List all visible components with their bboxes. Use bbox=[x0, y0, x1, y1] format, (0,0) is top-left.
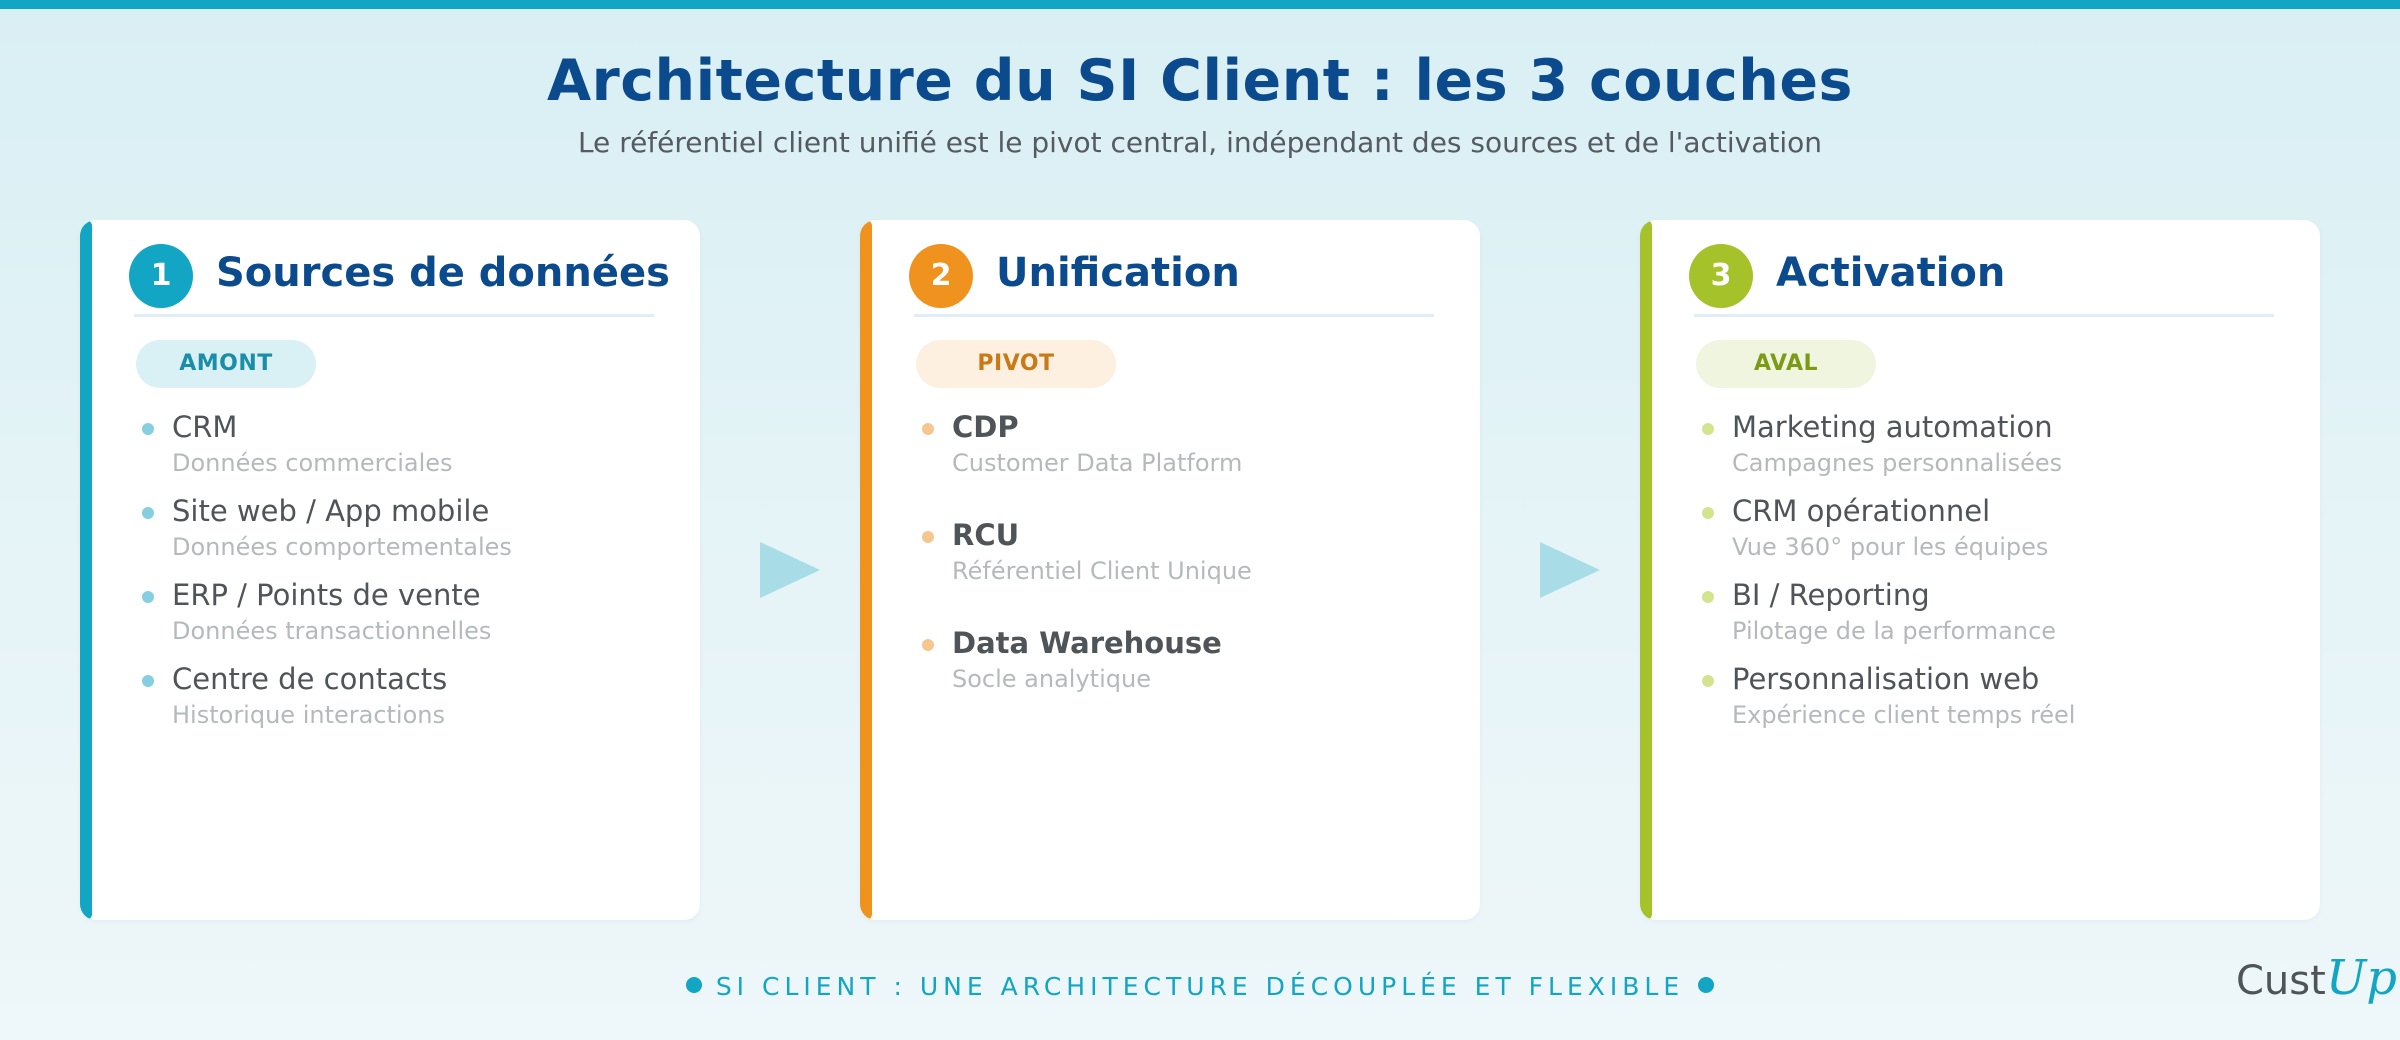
item-name: Centre de contacts bbox=[172, 662, 448, 696]
footer-tagline: SI CLIENT : UNE ARCHITECTURE DÉCOUPLÉE E… bbox=[0, 972, 2400, 1001]
item-name: BI / Reporting bbox=[1732, 578, 1930, 612]
step-number-badge: 3 bbox=[1689, 244, 1753, 308]
item-name: RCU bbox=[952, 518, 1020, 552]
layer-card-sources: 1 Sources de données AMONT CRM Données c… bbox=[80, 220, 700, 920]
layer-card-activation: 3 Activation AVAL Marketing automation C… bbox=[1640, 220, 2320, 920]
bullet-dot bbox=[142, 507, 154, 519]
bullet-dot bbox=[922, 423, 934, 435]
flow-arrow-icon bbox=[760, 542, 820, 598]
bullet-dot bbox=[922, 639, 934, 651]
bullet-dot bbox=[1702, 507, 1714, 519]
item-description: Customer Data Platform bbox=[952, 449, 1243, 477]
item-name: CDP bbox=[952, 410, 1019, 444]
item-description: Socle analytique bbox=[952, 665, 1151, 693]
card-title: Sources de données bbox=[216, 250, 670, 296]
list-item: CDP Customer Data Platform bbox=[922, 409, 1243, 479]
card-divider bbox=[134, 314, 654, 317]
layer-tag: PIVOT bbox=[916, 340, 1116, 388]
card-accent-stripe bbox=[80, 220, 92, 920]
item-description: Historique interactions bbox=[172, 701, 445, 729]
list-item: Marketing automation Campagnes personnal… bbox=[1702, 409, 2063, 479]
card-accent-stripe bbox=[1640, 220, 1652, 920]
step-number-badge: 1 bbox=[129, 244, 193, 308]
layer-tag: AMONT bbox=[136, 340, 316, 388]
list-item: CRM opérationnel Vue 360° pour les équip… bbox=[1702, 493, 2049, 563]
list-item: Site web / App mobile Données comporteme… bbox=[142, 493, 512, 563]
item-description: Données commerciales bbox=[172, 449, 453, 477]
bullet-dot bbox=[1702, 591, 1714, 603]
card-title: Unification bbox=[996, 250, 1240, 296]
bullet-dot bbox=[142, 675, 154, 687]
item-description: Campagnes personnalisées bbox=[1732, 449, 2063, 477]
footer-text: SI CLIENT : UNE ARCHITECTURE DÉCOUPLÉE E… bbox=[715, 972, 1685, 1001]
item-name: Personnalisation web bbox=[1732, 662, 2040, 696]
flow-arrow-icon bbox=[1540, 542, 1600, 598]
card-divider bbox=[1694, 314, 2274, 317]
item-description: Données comportementales bbox=[172, 533, 512, 561]
list-item: Data Warehouse Socle analytique bbox=[922, 625, 1222, 695]
list-item: CRM Données commerciales bbox=[142, 409, 453, 479]
custup-logo: CustUp bbox=[2236, 950, 2397, 1006]
bullet-dot bbox=[1702, 423, 1714, 435]
item-description: Expérience client temps réel bbox=[1732, 701, 2076, 729]
layer-card-unification: 2 Unification PIVOT CDP Customer Data Pl… bbox=[860, 220, 1480, 920]
item-name: CRM bbox=[172, 410, 238, 444]
footer-dot-icon bbox=[685, 977, 702, 993]
list-item: BI / Reporting Pilotage de la performanc… bbox=[1702, 577, 2057, 647]
item-description: Référentiel Client Unique bbox=[952, 557, 1252, 585]
card-title: Activation bbox=[1776, 250, 2006, 296]
item-description: Pilotage de la performance bbox=[1732, 617, 2057, 645]
step-number-badge: 2 bbox=[909, 244, 973, 308]
item-name: Data Warehouse bbox=[952, 626, 1222, 660]
logo-text-cust: Cust bbox=[2236, 958, 2326, 1004]
item-name: ERP / Points de vente bbox=[172, 578, 481, 612]
top-accent-bar bbox=[0, 0, 2400, 9]
page-title: Architecture du SI Client : les 3 couche… bbox=[547, 48, 1853, 114]
list-item: RCU Référentiel Client Unique bbox=[922, 517, 1252, 587]
list-item: Centre de contacts Historique interactio… bbox=[142, 661, 448, 731]
item-name: Marketing automation bbox=[1732, 410, 2053, 444]
page-subtitle: Le référentiel client unifié est le pivo… bbox=[577, 126, 1823, 159]
item-name: Site web / App mobile bbox=[172, 494, 490, 528]
item-description: Vue 360° pour les équipes bbox=[1732, 533, 2049, 561]
layer-tag: AVAL bbox=[1696, 340, 1876, 388]
footer-dot-icon bbox=[1698, 977, 1715, 993]
bullet-dot bbox=[142, 591, 154, 603]
bullet-dot bbox=[1702, 675, 1714, 687]
list-item: Personnalisation web Expérience client t… bbox=[1702, 661, 2076, 731]
card-divider bbox=[914, 314, 1434, 317]
item-name: CRM opérationnel bbox=[1732, 494, 1991, 528]
bullet-dot bbox=[142, 423, 154, 435]
list-item: ERP / Points de vente Données transactio… bbox=[142, 577, 492, 647]
bullet-dot bbox=[922, 531, 934, 543]
logo-text-up: Up bbox=[2325, 950, 2397, 1006]
card-accent-stripe bbox=[860, 220, 872, 920]
item-description: Données transactionnelles bbox=[172, 617, 492, 645]
